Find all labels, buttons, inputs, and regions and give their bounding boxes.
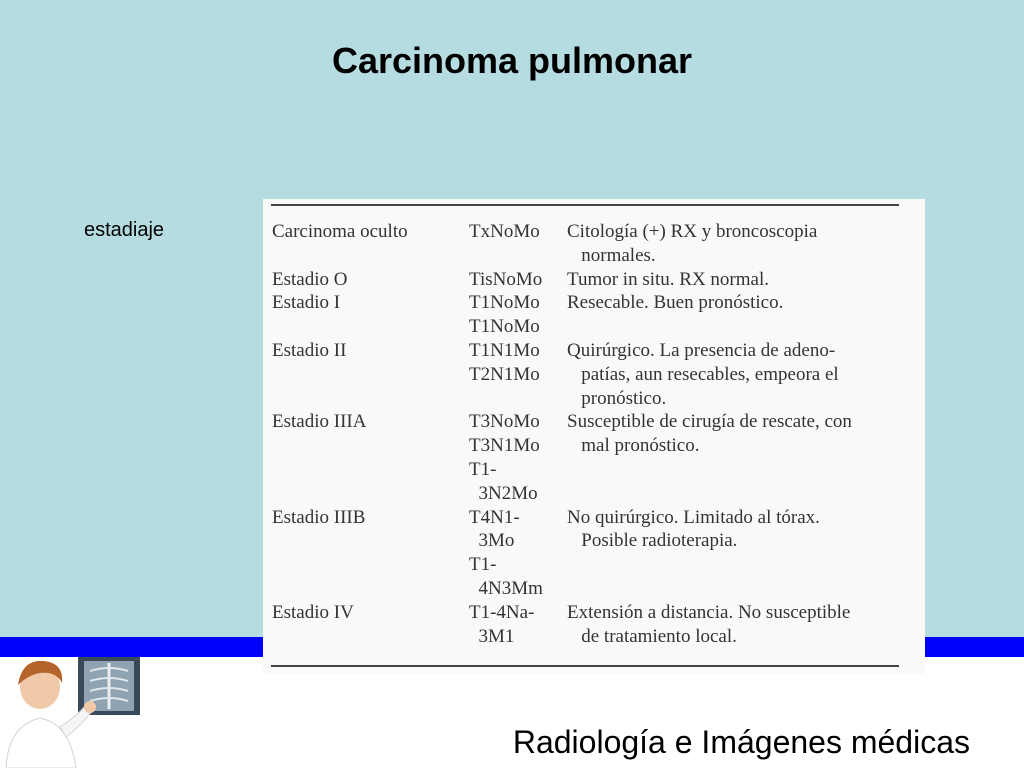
description-line: Resecable. Buen pronóstico.	[567, 292, 784, 314]
description-line: Quirúrgico. La presencia de adeno-	[567, 340, 836, 361]
tnm-line: 3Mo	[469, 530, 515, 552]
tnm-line: 3M1	[469, 625, 515, 647]
tnm-line: T1N1Mo	[469, 340, 540, 361]
description-line: normales.	[567, 244, 656, 266]
description-line: patías, aun resecables, empeora el	[567, 363, 839, 385]
table-bottom-rule	[271, 665, 899, 667]
stage-name: Estadio IIIB	[272, 506, 366, 528]
tnm-line: 4N3Mm	[469, 577, 543, 599]
description-line: Tumor in situ. RX normal.	[567, 268, 769, 290]
doctor-illustration-icon	[5, 657, 140, 769]
stage-name: Estadio O	[272, 268, 348, 290]
description-line: pronóstico.	[567, 387, 667, 409]
tnm-line: T4N1-	[469, 506, 520, 528]
tnm-line: T3N1Mo	[469, 435, 540, 457]
description-line: de tratamiento local.	[567, 625, 737, 647]
tnm-line: T1-	[469, 554, 497, 576]
side-label: estadiaje	[84, 219, 165, 241]
description-line: No quirúrgico. Limitado al tórax.	[567, 506, 820, 528]
footer-text: Radiología e Imágenes médicas	[512, 724, 970, 760]
description-line: Extensión a distancia. No susceptible	[567, 601, 851, 623]
description-line: mal pronóstico.	[567, 435, 700, 457]
doctor-xray-image	[0, 657, 165, 769]
tnm-line: T1-4Na-	[469, 601, 535, 623]
tnm-line: T2N1Mo	[469, 363, 540, 385]
tnm-line: T1-	[469, 458, 497, 480]
stage-name: Estadio IV	[272, 601, 354, 623]
staging-table-image: Carcinoma oculto TxNoMo Citología (+) RX y…	[263, 199, 925, 674]
tnm-line: T3NoMo	[469, 411, 540, 433]
stage-name: Estadio IIIA	[272, 411, 367, 433]
description-line: Citología (+) RX y broncoscopia	[567, 221, 818, 242]
table-top-rule	[271, 204, 899, 206]
tnm-line: TxNoMo	[469, 221, 540, 242]
stage-name: Carcinoma oculto	[272, 221, 408, 242]
description-line: Susceptible de cirugía de rescate, con	[567, 411, 852, 433]
description-line: Posible radioterapia.	[567, 530, 738, 552]
tnm-line: T1NoMo	[469, 292, 540, 314]
table-row: Estadio IV T1-4Na- 3M1 Extensión a distanc…	[263, 602, 925, 650]
stage-name: Estadio I	[272, 292, 341, 314]
tnm-line: 3N2Mo	[469, 482, 538, 504]
table-row: Estadio O TisNoMo Tumor in situ. RX normal…	[263, 269, 925, 293]
table-row: Carcinoma oculto TxNoMo Citología (+) RX y…	[263, 221, 925, 269]
slide-title: Carcinoma pulmonar	[331, 40, 693, 81]
tnm-line: TisNoMo	[469, 268, 543, 290]
stage-name: Estadio II	[272, 340, 347, 361]
tnm-line: T1NoMo	[469, 316, 540, 338]
